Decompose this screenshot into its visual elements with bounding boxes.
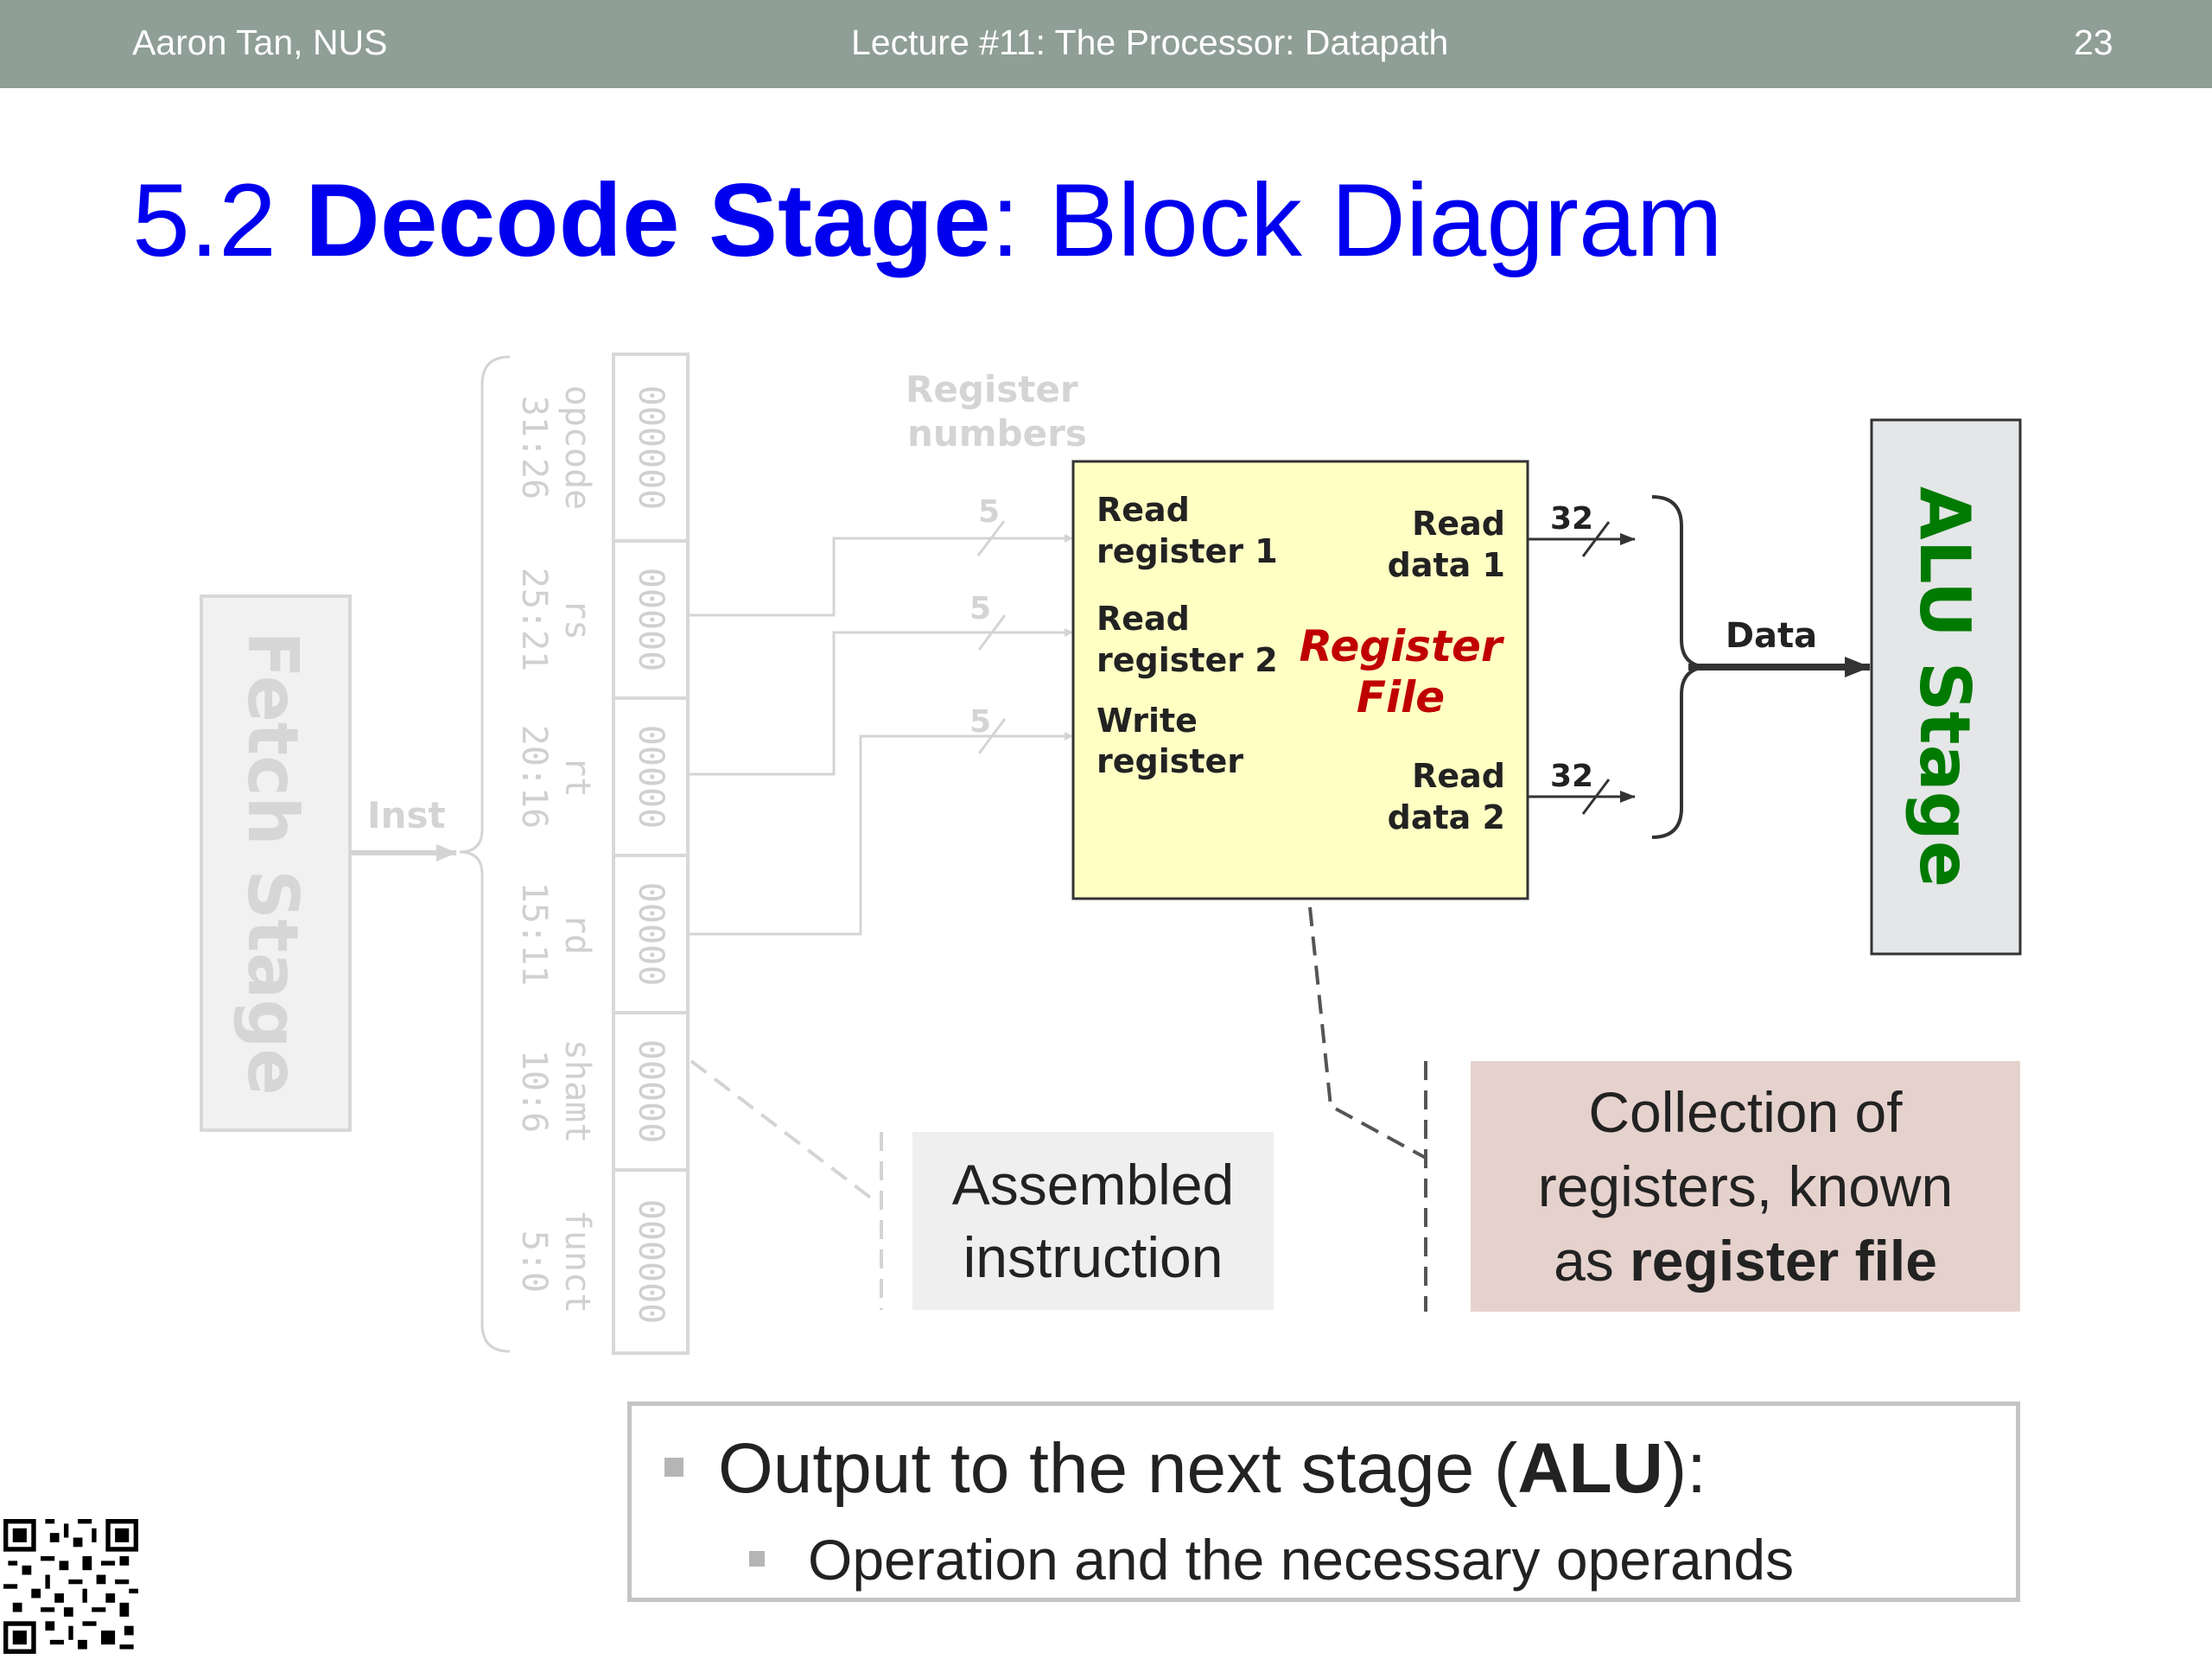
- title-number: 5.2: [132, 162, 306, 278]
- assembled-note-line2: instruction: [963, 1225, 1224, 1289]
- read-register-2-label-b: register 2: [1096, 641, 1278, 679]
- bullet-1-suffix: ):: [1662, 1429, 1707, 1508]
- data-label: Data: [1726, 616, 1817, 656]
- regfile-note-line3: as register file: [1538, 1224, 1954, 1298]
- register-file-callout-connector: [1308, 906, 1427, 1312]
- fetch-stage-label: Fetch Stage: [232, 631, 313, 1096]
- field-rd-name: rd: [557, 913, 597, 955]
- alu-stage-label: ALU Stage: [1904, 486, 1985, 887]
- read-data-2-label-a: Read: [1412, 757, 1505, 795]
- bullet-1: Output to the next stage (ALU):: [718, 1428, 1707, 1510]
- bus-width-rr1: 5: [978, 494, 1000, 530]
- read-register-2-label-a: Read: [1096, 600, 1190, 638]
- bullet-1-bold: ALU: [1517, 1429, 1663, 1508]
- bus-width-rd1: 32: [1550, 501, 1593, 537]
- field-shamt-range: 10:6: [514, 1050, 554, 1133]
- regfile-note-line3-prefix: as: [1554, 1229, 1630, 1293]
- register-numbers-label-1: Register: [906, 368, 1078, 410]
- bullet-2: Operation and the necessary operands: [808, 1528, 1795, 1592]
- read-data-1-label-b: data 1: [1388, 546, 1505, 584]
- field-funct-range: 5:0: [514, 1230, 554, 1293]
- register-file-name-2: File: [1357, 672, 1445, 722]
- header-page-number: 23: [2074, 22, 2113, 62]
- instruction-fields: 000000 00000 00000 00000 00000 000000 op…: [514, 353, 690, 1355]
- read-data-2-label-b: data 2: [1388, 798, 1505, 836]
- qr-code: [3, 1519, 138, 1654]
- fetch-stage-block: Fetch Stage: [200, 594, 352, 1132]
- regfile-note-line3-bold: register file: [1630, 1229, 1937, 1293]
- slide-title: 5.2 Decode Stage: Block Diagram: [132, 168, 1723, 272]
- regfile-note-line2: registers, known: [1537, 1154, 1954, 1218]
- field-shamt-bits: 00000: [631, 1039, 671, 1143]
- write-register-label-b: register: [1096, 742, 1243, 780]
- field-opcode-name: opcode: [557, 385, 597, 511]
- read-register-1-label-b: register 1: [1096, 532, 1278, 570]
- title-bold: Decode Stage: [305, 162, 991, 278]
- instruction-brace: [459, 355, 511, 1353]
- field-rt-range: 20:16: [514, 725, 554, 829]
- header-author: Aaron Tan, NUS: [132, 22, 388, 62]
- field-rs-bits: 00000: [631, 568, 671, 671]
- assembled-note-line1: Assembled: [951, 1153, 1235, 1217]
- register-numbers-label-2: numbers: [907, 412, 1087, 454]
- bus-width-rd2: 32: [1550, 759, 1593, 794]
- field-rs-name: rs: [557, 599, 597, 640]
- regfile-note-line1: Collection of: [1588, 1080, 1903, 1144]
- assembled-instruction-note: Assembled instruction: [912, 1132, 1274, 1310]
- bullet-1-prefix: Output to the next stage (: [718, 1429, 1518, 1508]
- field-funct-bits: 000000: [631, 1199, 671, 1325]
- field-rt-bits: 00000: [631, 725, 671, 829]
- field-rt-name: rt: [557, 756, 597, 798]
- field-opcode-bits: 000000: [631, 385, 671, 511]
- register-file-block: Read register 1 Read register 2 Write re…: [1071, 460, 1529, 900]
- bus-width-rr2: 5: [969, 591, 991, 626]
- field-rs-range: 25:21: [514, 568, 554, 671]
- read-register-1-label-a: Read: [1096, 491, 1190, 529]
- register-file-note: Collection of registers, known as regist…: [1471, 1061, 2020, 1312]
- header-lecture-title: Lecture #11: The Processor: Datapath: [851, 22, 1449, 62]
- assembled-callout-connector: [690, 1059, 883, 1310]
- field-funct-name: funct: [557, 1210, 597, 1313]
- field-opcode-range: 31:26: [514, 396, 554, 499]
- field-rd-range: 15:11: [514, 882, 554, 986]
- field-rd-bits: 00000: [631, 882, 671, 986]
- inst-label: Inst: [367, 794, 446, 836]
- alu-stage-block: ALU Stage: [1870, 418, 2022, 956]
- slide-header: Aaron Tan, NUS Lecture #11: The Processo…: [0, 0, 2212, 88]
- field-shamt-name: shamt: [557, 1039, 597, 1143]
- register-file-name-1: Register: [1299, 621, 1504, 671]
- bullet-box: Output to the next stage (ALU): Operatio…: [627, 1402, 2020, 1602]
- bus-width-wr: 5: [969, 704, 991, 740]
- write-register-label-a: Write: [1096, 702, 1198, 740]
- bullet-marker-2: [749, 1551, 765, 1567]
- bullet-marker-1: [664, 1458, 683, 1477]
- read-data-1-label-a: Read: [1412, 505, 1505, 543]
- register-number-wires: [688, 520, 1073, 936]
- title-rest: : Block Diagram: [990, 162, 1723, 278]
